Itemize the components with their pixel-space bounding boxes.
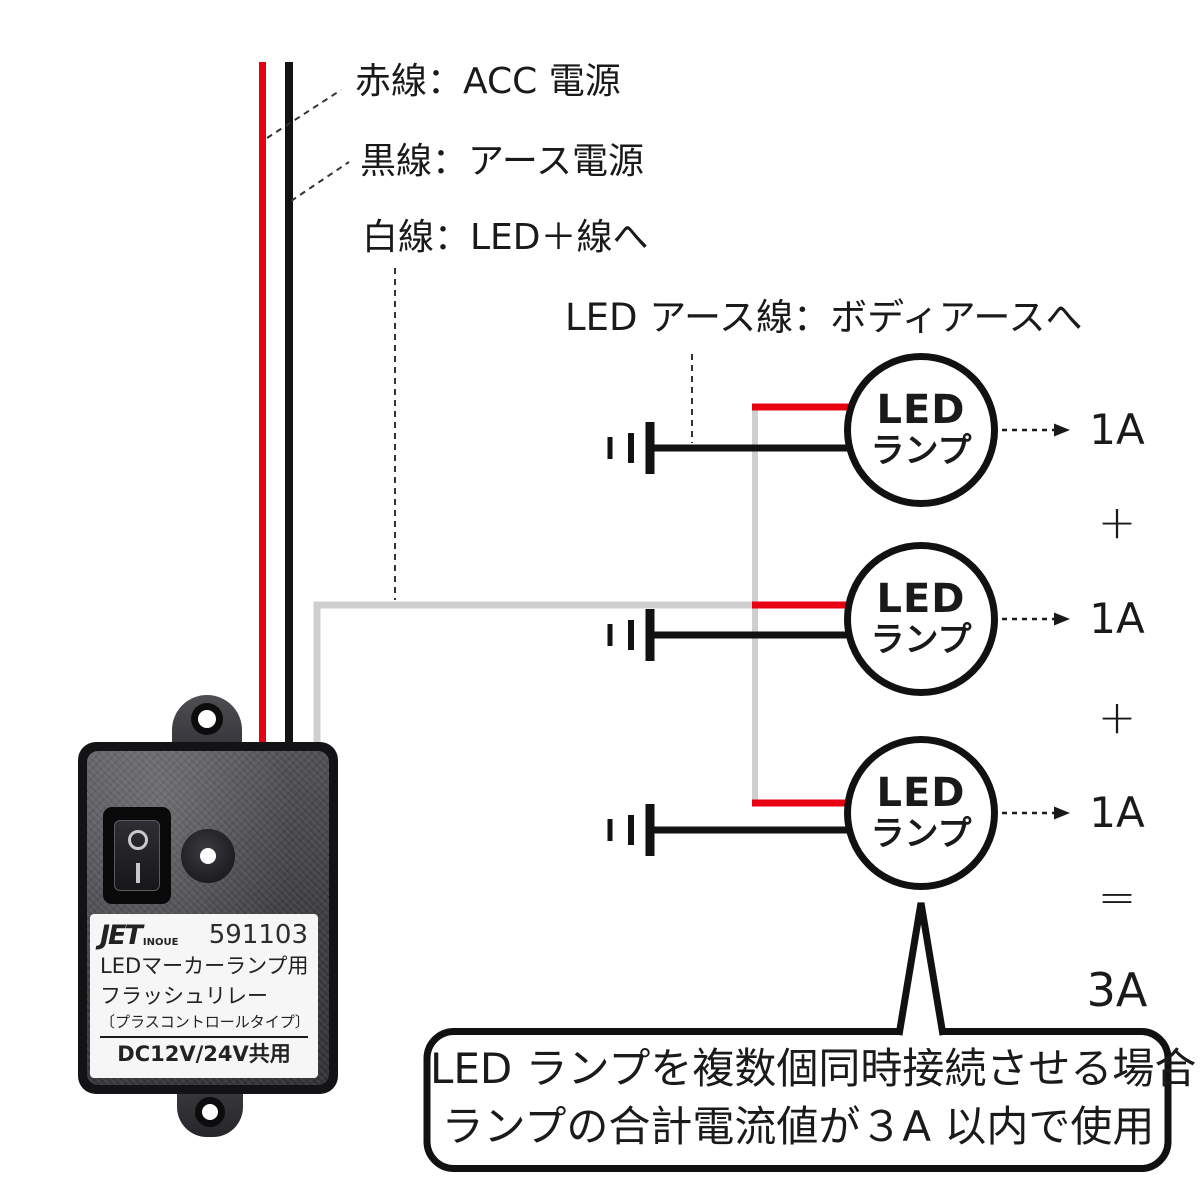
lamp-name-line2: ランプ	[870, 620, 972, 660]
plus-sign-2: +	[1097, 690, 1137, 744]
red-wire-label: 赤線：ACC 電源	[355, 61, 621, 102]
white-wire-label: 白線：LED＋線へ	[362, 217, 649, 258]
amp-label-2: 1A	[1089, 594, 1145, 643]
product-type: 〔プラスコントロールタイプ〕	[100, 1013, 310, 1031]
black-wire-label: 黒線：アース電源	[360, 141, 645, 182]
adjustment-dot	[200, 848, 216, 864]
led-lamp-circle-1: LED ランプ	[844, 353, 998, 507]
led-earth-wire-label: LED アース線：ボディアースへ	[565, 296, 1083, 339]
total-amp-label: 3A	[1086, 963, 1148, 1017]
power-switch-rocker	[114, 820, 160, 891]
voltage-rating: DC12V/24V共用	[100, 1036, 308, 1067]
adjustment-hole	[181, 829, 235, 883]
led-lamp-circle-3: LED ランプ	[844, 736, 998, 890]
product-label: JET INOUE 591103 LEDマーカーランプ用 フラッシュリレー 〔プ…	[90, 914, 318, 1078]
red-label-leader-line	[266, 89, 342, 139]
product-line-2: フラッシュリレー	[100, 984, 268, 1008]
lamp-name-line1: LED	[876, 770, 966, 816]
ground-symbol-icon-2	[607, 609, 655, 661]
ground-symbol-icon-3	[607, 804, 655, 856]
power-switch	[103, 807, 171, 904]
lamp-name-line1: LED	[876, 387, 966, 433]
current-arrow-icon-2	[1002, 612, 1070, 626]
note-bubble-tail	[895, 902, 947, 1036]
black-label-leader-line	[290, 161, 350, 202]
lamp-name-line1: LED	[876, 576, 966, 622]
mount-hole-top	[191, 703, 223, 735]
brand-logo-sub: INOUE	[142, 937, 179, 948]
ground-symbol-icon-1	[607, 422, 655, 474]
current-arrow-icon-1	[1002, 423, 1070, 437]
lamp-name-line2: ランプ	[870, 431, 972, 471]
switch-off-icon	[128, 830, 148, 850]
flasher-relay-device: JET INOUE 591103 LEDマーカーランプ用 フラッシュリレー 〔プ…	[78, 742, 338, 1094]
white-led-plus-wire	[313, 601, 755, 752]
mount-hole-bottom	[195, 1097, 225, 1127]
note-bubble	[423, 1028, 1172, 1172]
note-line-1: LED ランプを複数個同時接続させる場合	[430, 1044, 1197, 1093]
product-line-1: LEDマーカーランプ用	[100, 954, 309, 978]
mount-tab-top	[172, 695, 242, 747]
current-arrow-icon-3	[1002, 806, 1070, 820]
led-lamp-circle-2: LED ランプ	[844, 542, 998, 696]
model-number: 591103	[208, 920, 308, 950]
amp-label-3: 1A	[1089, 788, 1145, 837]
brand-row: JET INOUE 591103	[100, 920, 308, 951]
brand-logo: JET	[100, 920, 143, 951]
lamp-name-line2: ランプ	[870, 814, 972, 854]
plus-sign-1: +	[1097, 495, 1137, 549]
switch-on-icon	[136, 863, 140, 883]
note-line-2: ランプの合計電流値が３A 以内で使用	[441, 1102, 1155, 1151]
amp-label-1: 1A	[1089, 405, 1145, 454]
equals-sign: =	[1097, 870, 1137, 924]
device-face: JET INOUE 591103 LEDマーカーランプ用 フラッシュリレー 〔プ…	[87, 751, 329, 1085]
